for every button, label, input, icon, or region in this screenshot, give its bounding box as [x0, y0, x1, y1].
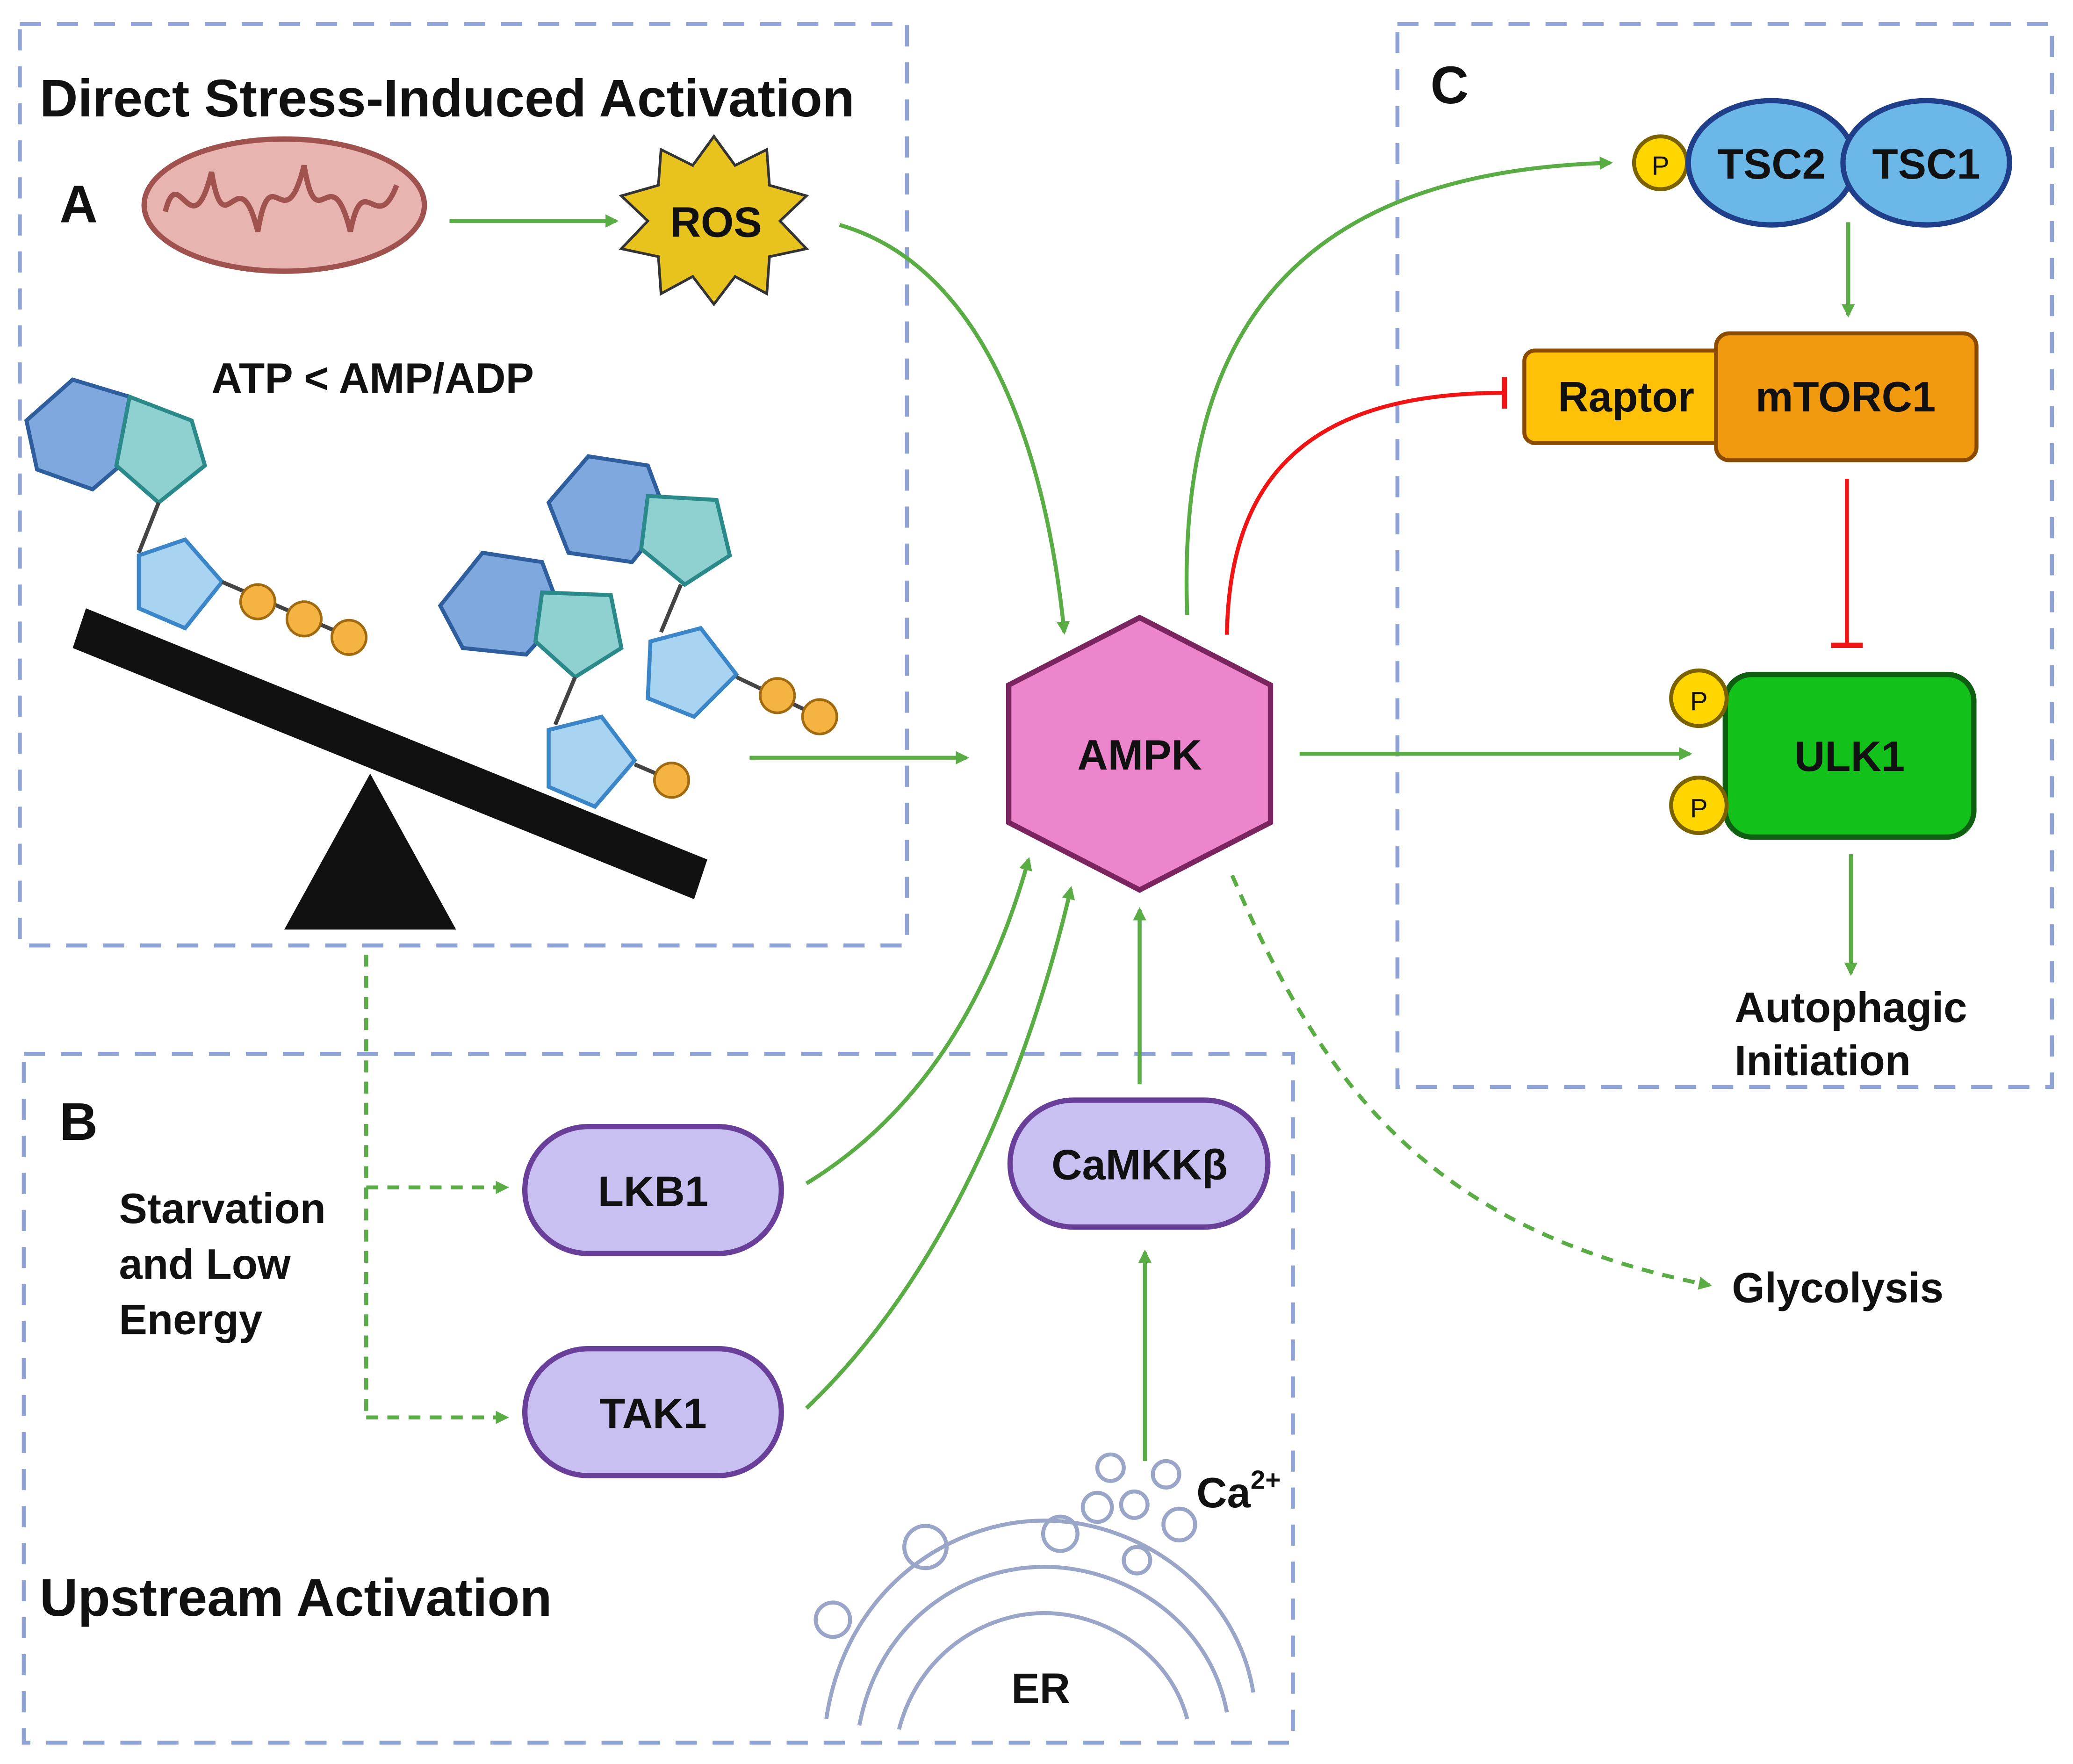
tsc1-label: TSC1 — [1872, 141, 1980, 188]
panel-c-box — [1395, 22, 2054, 1089]
ros-label: ROS — [670, 199, 762, 246]
atp-ratio-label: ATP < AMP/ADP — [211, 355, 534, 402]
panel-b-letter: B — [59, 1092, 98, 1151]
panel-b-title: Upstream Activation — [40, 1568, 552, 1627]
tsc1-node — [1840, 98, 2012, 228]
panel-b-box — [22, 1051, 1295, 1745]
panel-a-title: Direct Stress-Induced Activation — [40, 69, 855, 128]
ulk1-node — [1722, 671, 1977, 840]
er-icon — [813, 1452, 1255, 1730]
lkb1-node — [522, 1123, 784, 1256]
camkk-node — [1007, 1097, 1271, 1230]
ampk-node — [1006, 614, 1274, 893]
starvation-label: Energy — [119, 1296, 263, 1344]
calcium-charge: 2+ — [1251, 1465, 1281, 1494]
atp-molecule-icon — [24, 377, 368, 656]
starvation-label: Starvation — [119, 1185, 326, 1232]
tsc2-label: TSC2 — [1718, 141, 1826, 188]
seesaw-icon — [72, 608, 707, 930]
autophagic-label: Autophagic — [1735, 984, 1967, 1031]
er-label: ER — [1011, 1665, 1070, 1713]
raptor-label: Raptor — [1558, 374, 1694, 421]
panel-a-box — [18, 22, 909, 948]
ulk1-label: ULK1 — [1794, 733, 1905, 780]
ulk1-phosphate-label: P — [1690, 793, 1708, 823]
ulk1-phosphate-icon — [1669, 668, 1729, 728]
calcium-label: Ca2+ — [1196, 1465, 1281, 1517]
amp-molecule-icon — [438, 550, 691, 809]
ulk1-phosphate-label: P — [1690, 686, 1708, 716]
ulk1-phosphate-icon — [1669, 775, 1729, 835]
tak1-node — [522, 1346, 784, 1478]
initiation-label: Initiation — [1735, 1037, 1911, 1084]
mtorc1-node — [1714, 331, 1979, 462]
calcium-text: Ca — [1196, 1469, 1251, 1517]
ampk-label: AMPK — [1077, 732, 1202, 779]
starvation-label: and Low — [119, 1241, 291, 1288]
mitochondrion-icon — [141, 136, 427, 274]
panel-c-letter: C — [1431, 56, 1469, 115]
camkk-label: CaMKKβ — [1051, 1142, 1228, 1189]
tsc-phosphate-label: P — [1652, 151, 1670, 180]
lkb1-label: LKB1 — [598, 1168, 708, 1215]
tak1-label: TAK1 — [599, 1390, 707, 1437]
mtorc1-label: mTORC1 — [1756, 374, 1936, 421]
glycolysis-label: Glycolysis — [1732, 1265, 1943, 1312]
ros-star-icon — [619, 134, 809, 307]
adp-molecule-icon — [546, 454, 838, 735]
panel-a-letter: A — [59, 174, 98, 233]
